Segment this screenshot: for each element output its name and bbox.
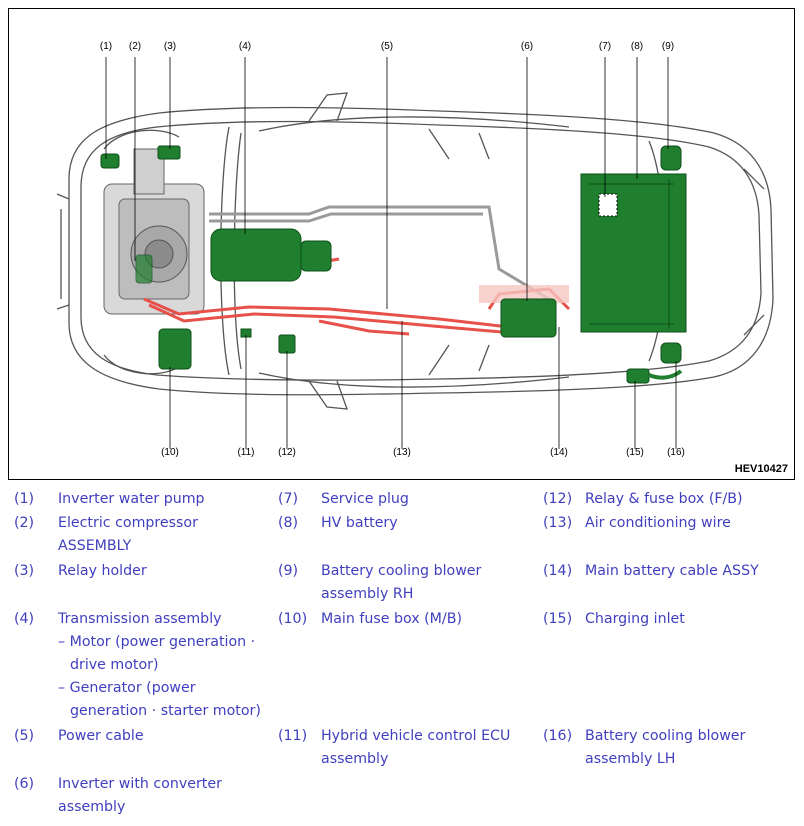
legend-subline: generation · starter motor) [70, 703, 261, 719]
electric-compressor [135, 254, 153, 284]
hv-battery [580, 173, 687, 333]
legend-text: Charging inlet [585, 608, 804, 631]
legend-text: Power cable [58, 725, 294, 748]
inverter-with-converter [500, 298, 557, 338]
leader-lines [105, 57, 677, 449]
relay-holder [157, 145, 181, 160]
legend-line: Battery cooling blower [321, 563, 482, 579]
legend-text: Inverter water pump [58, 488, 294, 511]
legend-number: (6) [14, 776, 35, 792]
legend-line: assembly [58, 799, 126, 815]
legend-subline: drive motor) [70, 657, 159, 673]
callout-15: (15) [626, 447, 644, 458]
relay-fuse-box [278, 334, 296, 354]
callout-10: (10) [161, 447, 179, 458]
legend-line: Inverter water pump [58, 491, 205, 507]
legend-text: Transmission assembly – Motor (power gene… [58, 608, 294, 723]
legend-line: assembly RH [321, 586, 414, 602]
callout-2: (2) [129, 41, 141, 52]
legend-line: Charging inlet [585, 611, 685, 627]
car-body-outline [56, 92, 774, 410]
coolant-pipes [209, 205, 550, 301]
legend-text: Hybrid vehicle control ECU assembly [321, 725, 557, 771]
legend-line: Power cable [58, 728, 144, 744]
callout-16: (16) [667, 447, 685, 458]
legend-number: (9) [278, 563, 299, 579]
engine-compartment [103, 148, 205, 315]
legend-line: Service plug [321, 491, 409, 507]
callout-4: (4) [239, 41, 251, 52]
legend-line: Main fuse box (M/B) [321, 611, 462, 627]
legend-text: Air conditioning wire [585, 512, 804, 535]
legend-line: Main battery cable ASSY [585, 563, 759, 579]
legend-text: Main fuse box (M/B) [321, 608, 557, 631]
legend-number: (1) [14, 491, 35, 507]
legend: (1) Inverter water pump (2) Electric compre… [0, 488, 804, 826]
legend-line: Transmission assembly [58, 611, 222, 627]
callout-12: (12) [278, 447, 296, 458]
legend-text: Service plug [321, 488, 557, 511]
callout-5: (5) [381, 41, 393, 52]
legend-number: (4) [14, 611, 35, 627]
legend-line: Electric compressor [58, 515, 198, 531]
legend-text: HV battery [321, 512, 557, 535]
legend-number: (2) [14, 515, 35, 531]
legend-text: Battery cooling blower assembly RH [321, 560, 557, 606]
legend-line: Relay holder [58, 563, 147, 579]
legend-line: Air conditioning wire [585, 515, 731, 531]
legend-text: Inverter with converter assembly [58, 773, 294, 819]
callout-11: (11) [237, 447, 254, 458]
legend-text: Battery cooling blower assembly LH [585, 725, 804, 771]
transmission-assembly [210, 228, 302, 282]
vehicle-illustration: (1) (2) (3) (4) (5) (6) (7) (8) (9) (10) (11) (12) (… [56, 41, 774, 458]
charging-inlet-cable [648, 369, 683, 380]
callout-labels: (1) (2) (3) (4) (5) (6) (7) (8) (9) (10) (11) (12) (… [100, 41, 685, 458]
legend-number: (13) [543, 515, 573, 531]
vehicle-component-diagram: (1) (2) (3) (4) (5) (6) (7) (8) (9) (10) (11) (12) (… [8, 8, 795, 480]
inverter-water-pump [100, 153, 120, 169]
legend-number: (8) [278, 515, 299, 531]
legend-line: Hybrid vehicle control ECU [321, 728, 511, 744]
legend-subline: – Motor (power generation · [58, 634, 256, 650]
legend-text: Main battery cable ASSY [585, 560, 804, 583]
legend-line: HV battery [321, 515, 398, 531]
legend-number: (15) [543, 611, 573, 627]
battery-cooling-blower-rh [660, 145, 682, 171]
diagram-code: HEV10427 [734, 463, 788, 475]
callout-7: (7) [599, 41, 611, 52]
legend-text: Relay & fuse box (F/B) [585, 488, 804, 511]
callout-1: (1) [100, 41, 112, 52]
legend-number: (10) [278, 611, 308, 627]
battery-cooling-blower-lh [660, 342, 682, 364]
hv-battery-detail [589, 179, 674, 329]
legend-number: (5) [14, 728, 35, 744]
legend-subline: – Generator (power [58, 680, 196, 696]
legend-line: ASSEMBLY [58, 538, 132, 554]
legend-line: Inverter with converter [58, 776, 222, 792]
main-fuse-box [158, 328, 192, 370]
callout-9: (9) [662, 41, 674, 52]
callout-14: (14) [550, 447, 568, 458]
charging-inlet [626, 368, 650, 384]
callout-3: (3) [164, 41, 176, 52]
legend-line: Relay & fuse box (F/B) [585, 491, 743, 507]
legend-text: Relay holder [58, 560, 294, 583]
callout-6: (6) [521, 41, 533, 52]
callout-13: (13) [393, 447, 411, 458]
legend-number: (14) [543, 563, 573, 579]
legend-number: (3) [14, 563, 35, 579]
legend-number: (7) [278, 491, 299, 507]
legend-number: (16) [543, 728, 573, 744]
legend-line: assembly [321, 751, 389, 767]
legend-number: (12) [543, 491, 573, 507]
legend-number: (11) [278, 728, 308, 744]
callout-8: (8) [631, 41, 643, 52]
legend-line: assembly LH [585, 751, 676, 767]
legend-line: Battery cooling blower [585, 728, 746, 744]
